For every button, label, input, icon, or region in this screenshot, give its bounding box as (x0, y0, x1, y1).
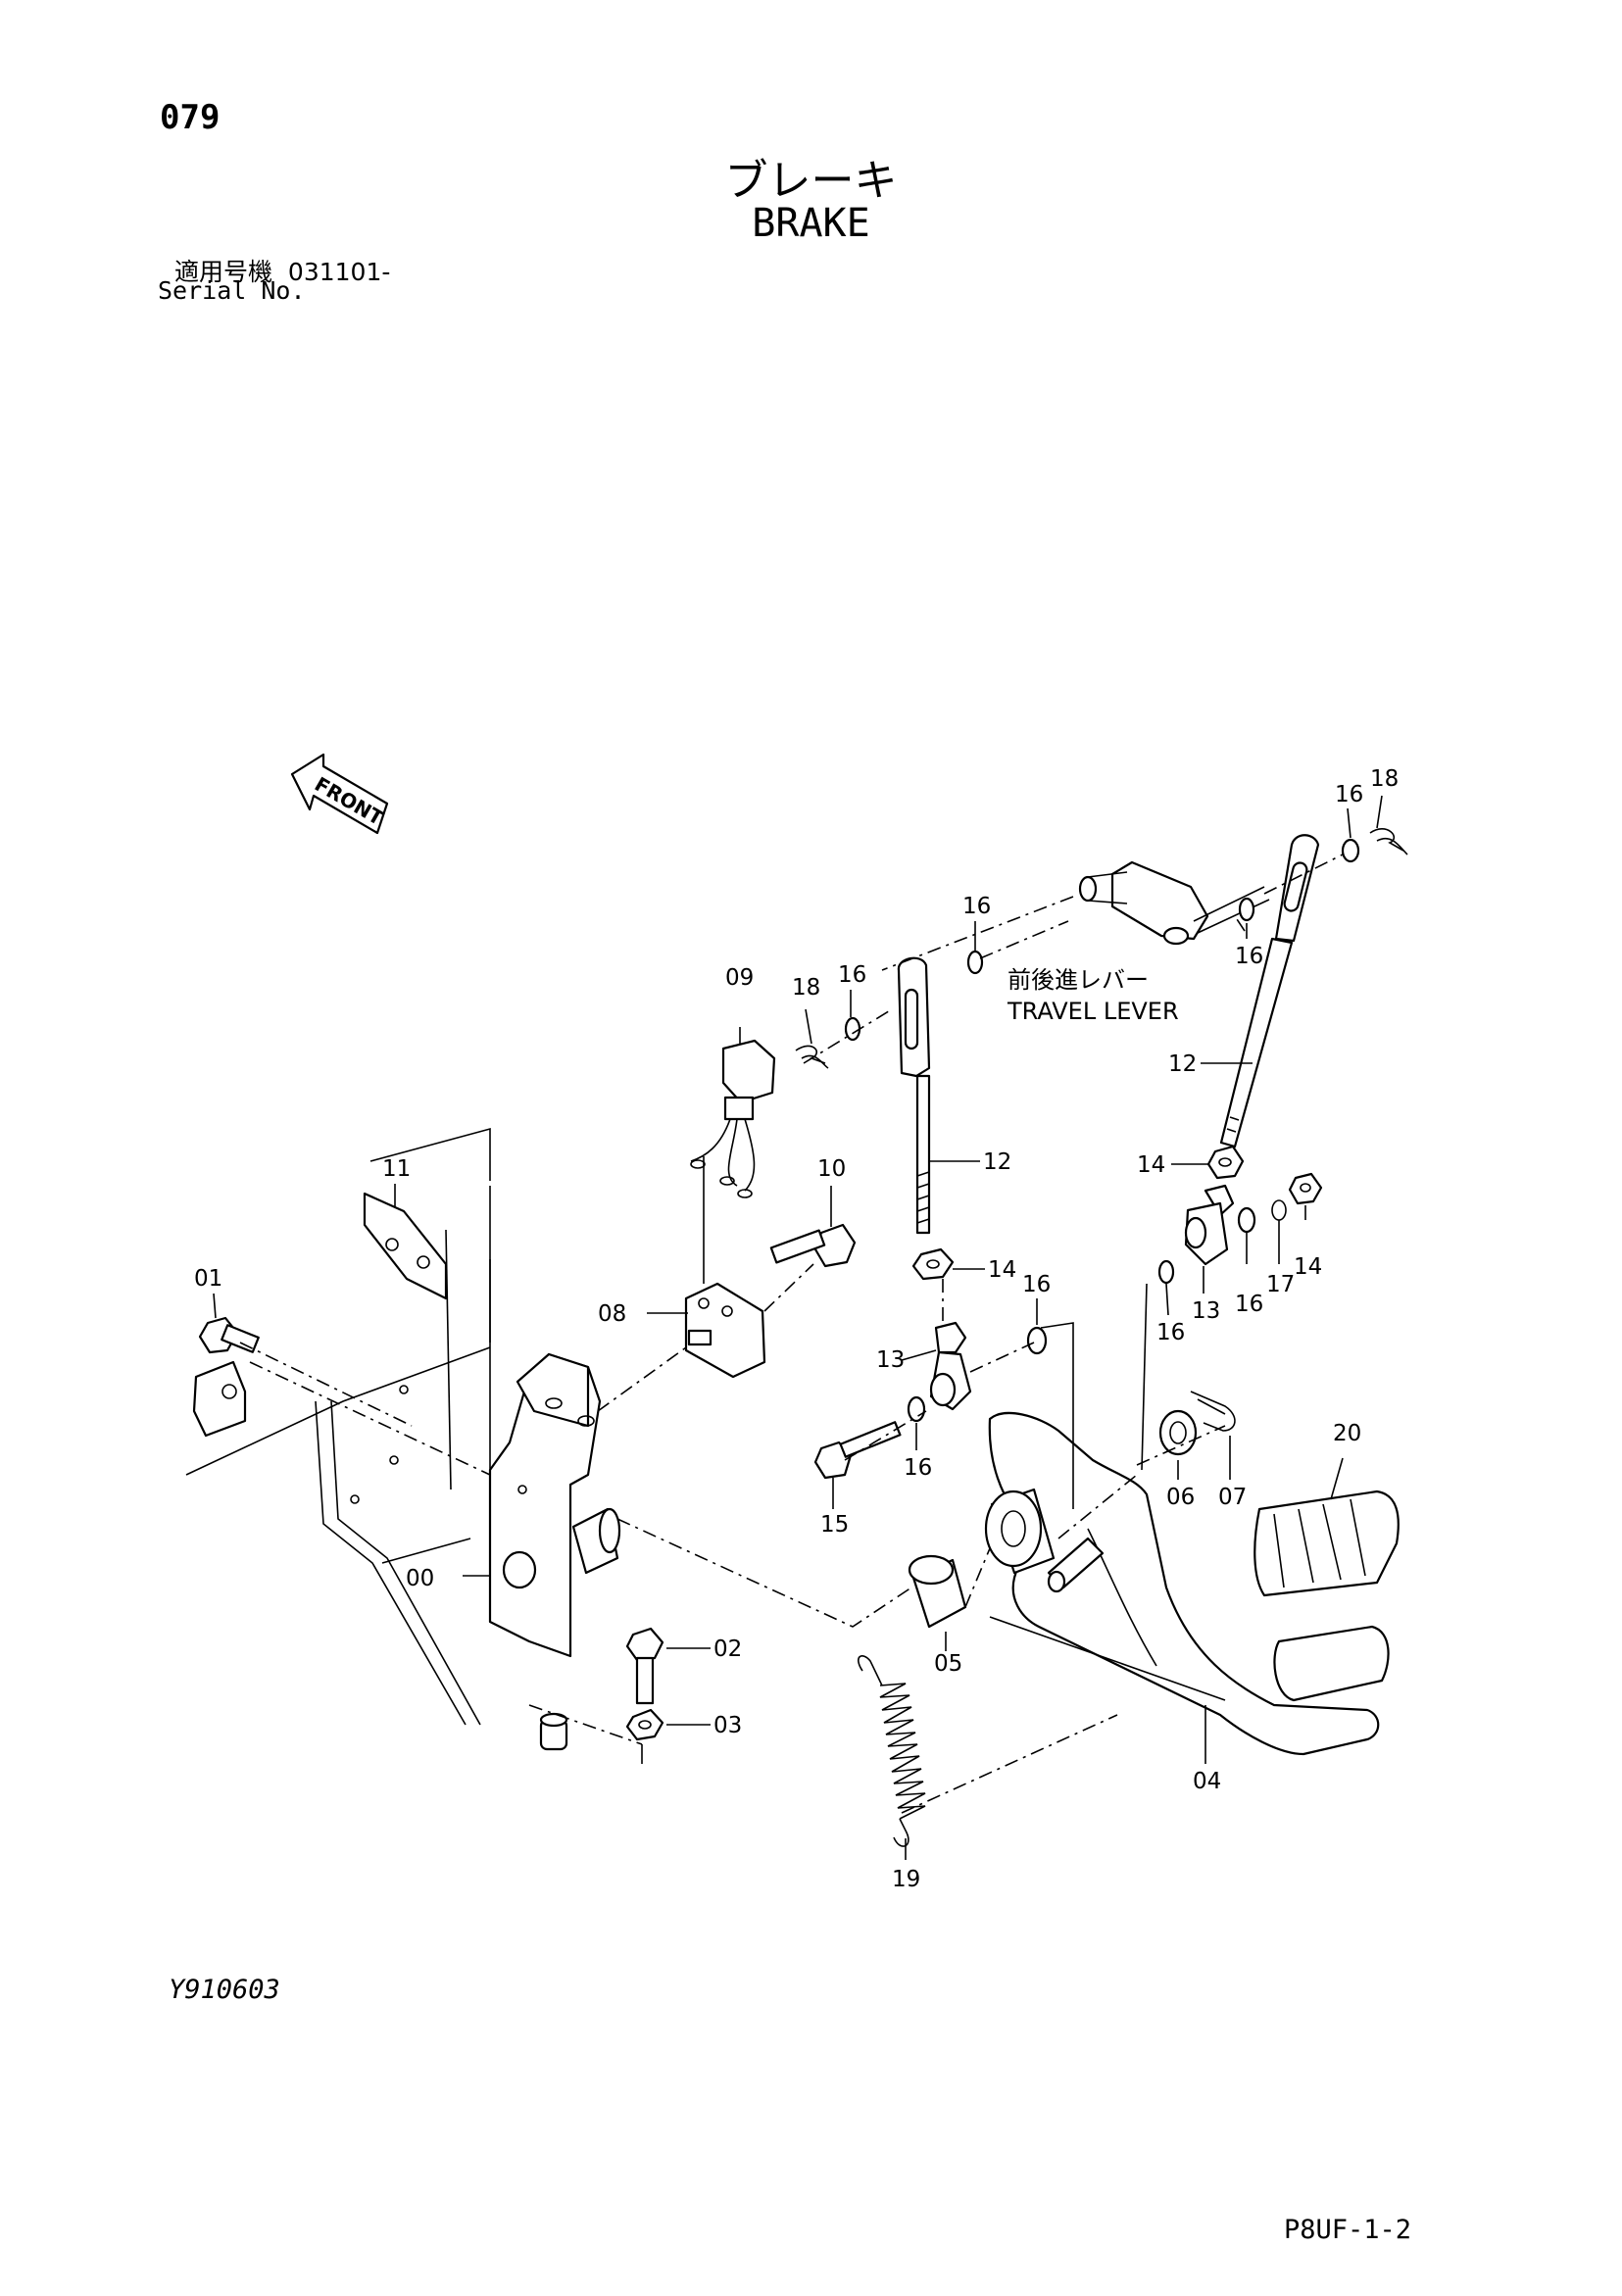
part-03-nut (625, 1708, 664, 1741)
part-16-washer-b (844, 1016, 861, 1042)
page-title-english: BRAKE (752, 201, 870, 246)
part-11-plate (363, 1192, 448, 1300)
part-12-rod-right (1219, 834, 1320, 1148)
part-14-nut-far-right (1288, 1172, 1323, 1205)
callout-18-left: 18 (792, 975, 820, 1001)
pedal-pin (1047, 1537, 1105, 1593)
part-18-split-pin-left (795, 1045, 829, 1069)
page-number: 079 (160, 98, 221, 137)
callout-19: 19 (892, 1867, 920, 1892)
callout-02: 02 (713, 1637, 742, 1662)
washers (844, 838, 1360, 1423)
part-17-spring-washer (1271, 1199, 1287, 1221)
callout-17: 17 (1266, 1272, 1295, 1297)
callout-12-right: 12 (1168, 1051, 1197, 1077)
part-06-washer (1158, 1409, 1198, 1456)
part-02-bolt (625, 1627, 664, 1705)
callout-12-left: 12 (983, 1149, 1011, 1175)
part-14-nut-left (911, 1247, 955, 1281)
part-01-bolt (192, 1316, 260, 1438)
callout-00: 00 (406, 1566, 434, 1591)
callout-05: 05 (934, 1651, 962, 1677)
rubber-stopper (539, 1712, 568, 1751)
part-18-split-pin-right (1369, 828, 1408, 855)
callout-10: 10 (817, 1156, 846, 1182)
assembly-dashed-lines (239, 854, 1344, 1814)
drawing-id: Y910603 (169, 1975, 280, 2005)
callout-14-far-right: 14 (1294, 1254, 1322, 1280)
callout-09: 09 (725, 965, 754, 991)
leader-lines (213, 795, 1383, 1860)
travel-lever-label-japanese: 前後進レバー (1008, 966, 1149, 994)
serial-label-english: Serial No. (158, 276, 306, 305)
callout-08: 08 (598, 1301, 626, 1327)
callout-16-a: 16 (962, 894, 991, 919)
part-16-washer-c (1341, 838, 1360, 863)
part-13-rod-end-left (929, 1321, 972, 1411)
part-16-washer-a (966, 950, 984, 975)
part-19-return-spring (858, 1655, 926, 1847)
callout-04: 04 (1193, 1769, 1221, 1794)
part-04-brake-pedal-arm (988, 1411, 1380, 1756)
serial-label-japanese: 適用号機 (174, 258, 273, 286)
callout-20: 20 (1333, 1421, 1361, 1446)
part-16-washer-d (1238, 897, 1255, 922)
callout-07: 07 (1218, 1485, 1247, 1510)
callout-16-c: 16 (1335, 782, 1363, 807)
part-16-washer-g (1237, 1206, 1256, 1234)
part-16-washer-f (907, 1395, 926, 1423)
section-code: P8UF-1-2 (1284, 2215, 1412, 2245)
front-direction-arrow: FRONT (290, 753, 389, 835)
mounting-frame (185, 1127, 491, 1726)
travel-lever-shaft (881, 860, 1270, 971)
callout-labels: 01 00 02 03 04 05 06 07 08 09 10 11 12 1… (194, 766, 1399, 1892)
callout-16-d: 16 (1235, 944, 1263, 969)
serial-range: 適用号機 031101- (174, 253, 390, 288)
callout-16-g: 16 (1235, 1292, 1263, 1317)
callout-06: 06 (1166, 1485, 1195, 1510)
pedal-hub (984, 1488, 1056, 1575)
part-10-bolt (769, 1223, 857, 1268)
callout-18-right: 18 (1370, 766, 1399, 792)
callout-01: 01 (194, 1266, 222, 1292)
part-13-rod-end-right (1184, 1184, 1235, 1266)
part-20-pedal-pad (1253, 1490, 1400, 1702)
part-14-nut-right (1206, 1145, 1245, 1180)
callout-16-f: 16 (904, 1455, 932, 1481)
callout-13-right: 13 (1192, 1298, 1220, 1324)
part-15-bolt (813, 1421, 902, 1480)
callout-15: 15 (820, 1512, 849, 1538)
callout-16-h: 16 (1156, 1320, 1185, 1345)
callout-16-e: 16 (1022, 1272, 1051, 1297)
callout-03: 03 (713, 1713, 742, 1738)
callout-13-left: 13 (876, 1347, 905, 1373)
part-08-switch (684, 1282, 766, 1379)
serial-value: 031101- (287, 258, 391, 286)
part-00-pedal-bracket (488, 1352, 621, 1658)
callout-14-left: 14 (988, 1257, 1016, 1283)
part-16-washer-h (1157, 1259, 1175, 1285)
part-12-rod-left (897, 956, 931, 1235)
callout-16-b: 16 (838, 962, 866, 988)
travel-lever-label-english: TRAVEL LEVER (1007, 998, 1179, 1025)
part-16-washer-e (1026, 1326, 1048, 1355)
part-09-connector (690, 1039, 776, 1198)
callout-11: 11 (382, 1156, 411, 1182)
part-07-clip (1190, 1391, 1236, 1432)
page-title-japanese: ブレーキ (724, 156, 898, 206)
callout-14-right: 14 (1137, 1152, 1165, 1178)
part-05-bushing (908, 1554, 967, 1629)
